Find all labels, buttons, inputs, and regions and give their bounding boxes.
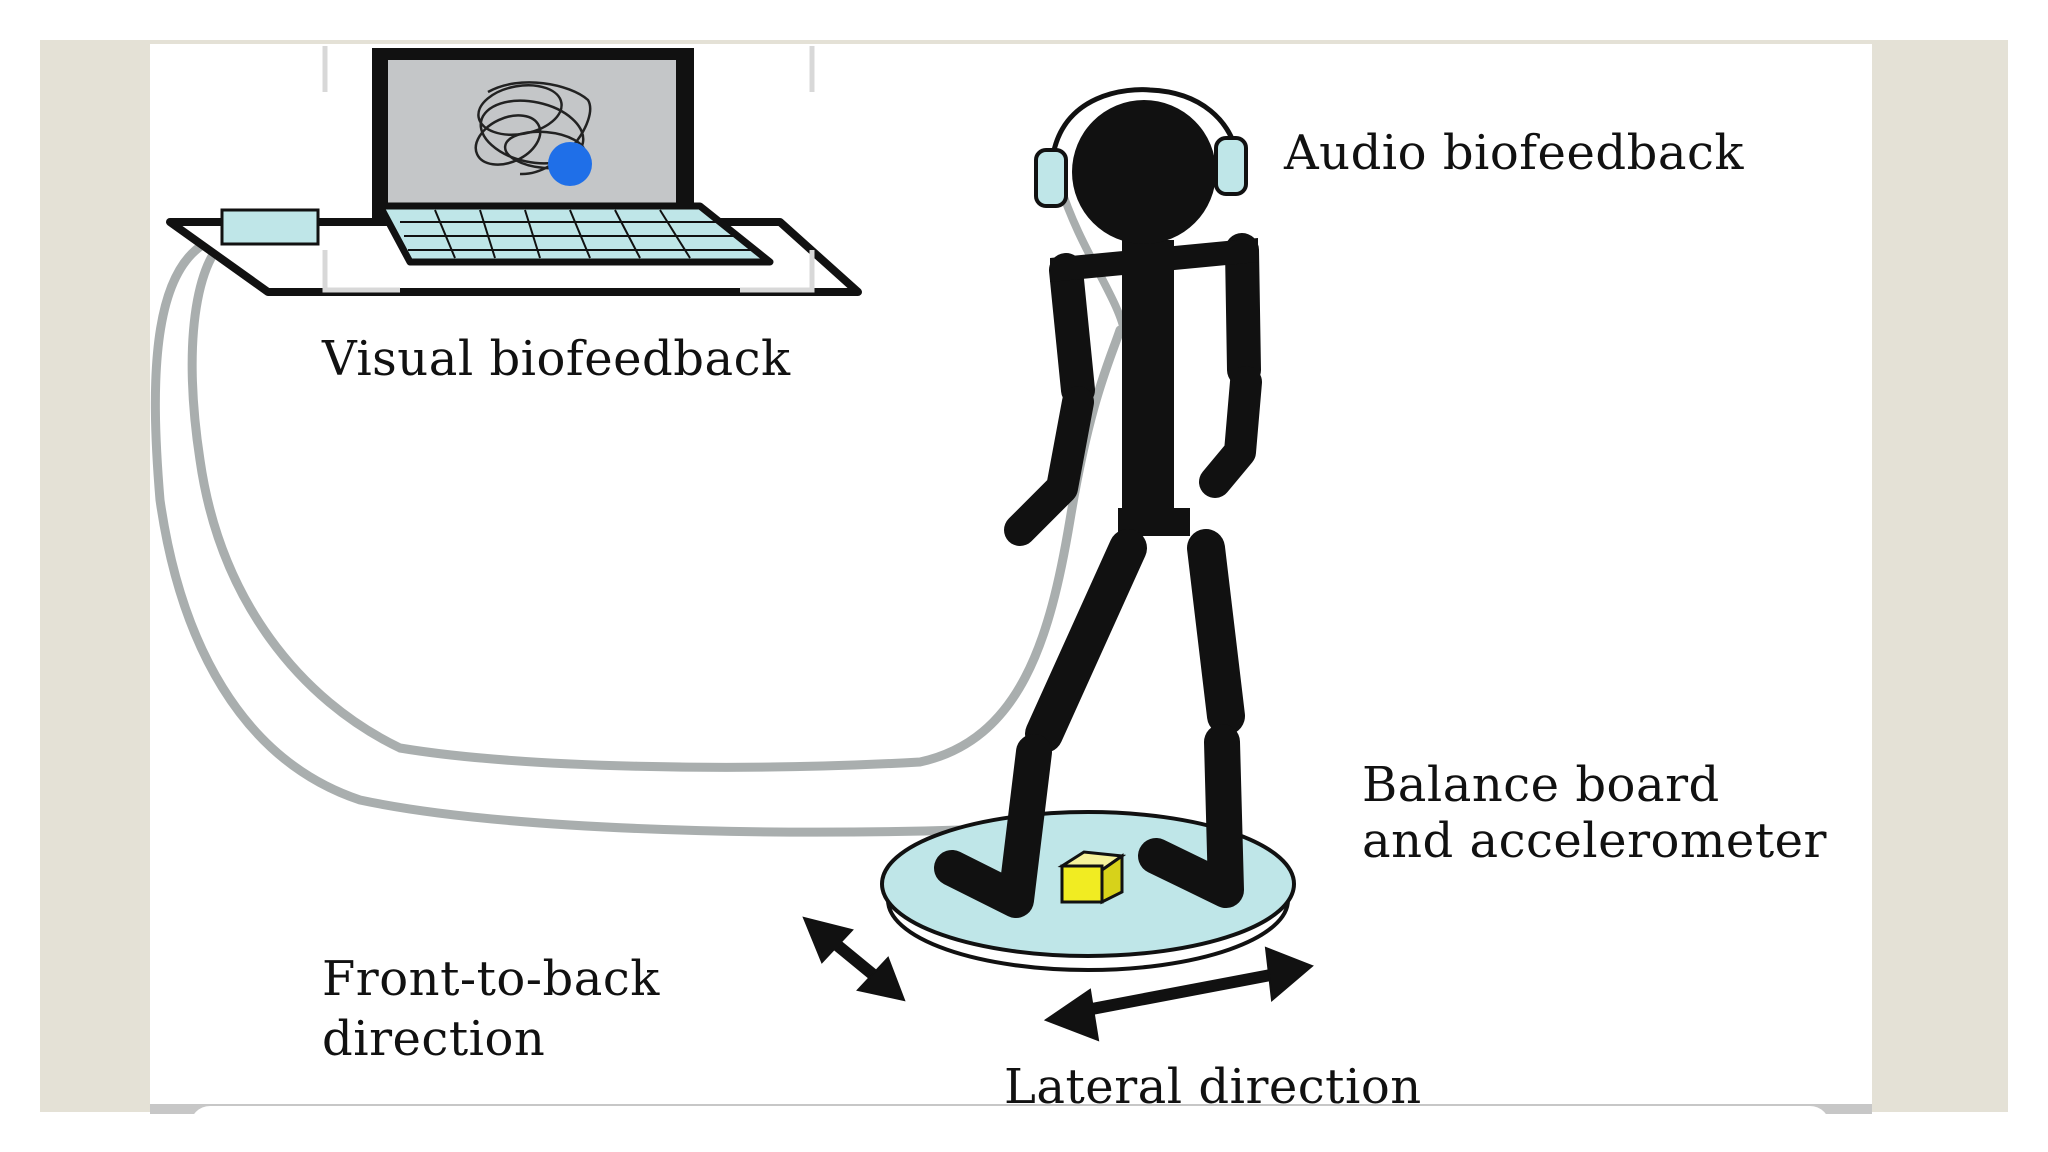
right-upper-arm [1225,233,1261,387]
accelerometer-icon [1057,850,1127,905]
front-to-back-arrow-icon [802,916,906,1002]
bottom-bar [190,1106,1830,1152]
cube-front [1060,864,1104,904]
right-earcup [1214,136,1248,196]
cube-side [1100,853,1124,905]
right-shin-foot [1138,724,1244,908]
label-audio-biofeedback: Audio biofeedback [1284,125,1744,181]
keyboard-keys [400,209,755,259]
label-lateral-direction: Lateral direction [1004,1059,1422,1115]
usb-dongle [220,208,320,246]
person-figure-icon [934,100,1262,918]
label-balance-board-line2: and accelerometer [1362,813,1827,869]
left-shin-foot [934,734,1052,918]
head [1072,100,1216,244]
laptop-keyboard [376,202,774,266]
left-forearm [1004,386,1094,546]
headphones-icon [1034,87,1248,208]
spine [1122,240,1174,508]
laptop-icon [166,46,862,296]
left-earcup [1034,148,1068,208]
scribble-trace [474,81,592,176]
lateral-arrow-icon [1043,946,1314,1042]
cursor-dot [548,142,592,186]
cable-lower [150,231,1055,853]
right-forearm [1199,366,1262,498]
left-upper-arm [1049,253,1095,407]
label-visual-biofeedback: Visual biofeedback [322,331,791,387]
label-balance-board-line1: Balance board [1362,757,1720,813]
right-thigh [1187,529,1245,735]
label-front-to-back-line1: Front-to-back [322,951,660,1007]
label-front-to-back-line2: direction [322,1011,546,1067]
left-thigh [1025,529,1147,753]
headband [1049,87,1241,163]
selection-handles [322,46,815,293]
cable-upper [187,227,1125,772]
